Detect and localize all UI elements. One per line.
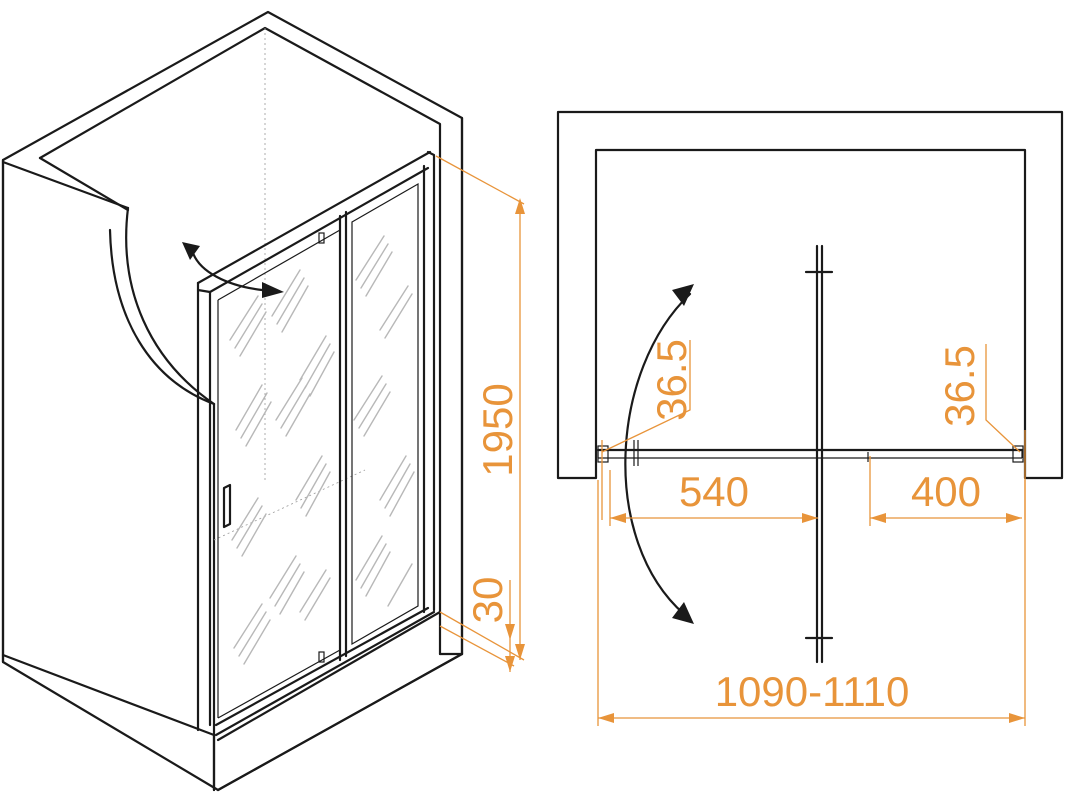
right-clearance-label: 36.5: [936, 345, 983, 427]
plan-view: 36.5 36.5 540 400: [556, 110, 1064, 726]
right-wall-profile: [1012, 445, 1024, 463]
door-handle: [222, 483, 232, 529]
glass-pattern: [229, 235, 415, 665]
overall-width-dimension: 1090-1110: [597, 480, 1026, 726]
fixed-panel-label: 400: [911, 468, 981, 515]
swung-door: [804, 244, 834, 664]
left-clearance-label: 36.5: [648, 339, 695, 421]
overall-width-label: 1090-1110: [715, 668, 910, 715]
height-dimension: 1950: [435, 155, 525, 661]
isometric-view: 1950 30: [1, 10, 525, 792]
bottom-hinge: [318, 651, 325, 663]
base-dimension: 30: [439, 577, 515, 672]
door-swing-arrows-plan: [624, 284, 694, 624]
plan-handle: [633, 440, 639, 466]
left-wall-profile: [597, 445, 609, 463]
height-label: 1950: [474, 383, 521, 476]
base-label: 30: [464, 577, 511, 624]
left-clearance-dimension: 36.5: [601, 339, 695, 520]
right-clearance-dimension: 36.5: [936, 344, 1026, 520]
top-hinge: [318, 232, 325, 244]
wall-niche: [1, 10, 464, 792]
fixed-panel-dimension: 400: [869, 456, 1022, 526]
door-width-dimension: 540: [609, 468, 818, 526]
door-width-label: 540: [679, 468, 749, 515]
door-swing-arrows-iso: [182, 242, 284, 298]
door-frame: [196, 150, 436, 737]
plan-walls: [556, 110, 1064, 480]
